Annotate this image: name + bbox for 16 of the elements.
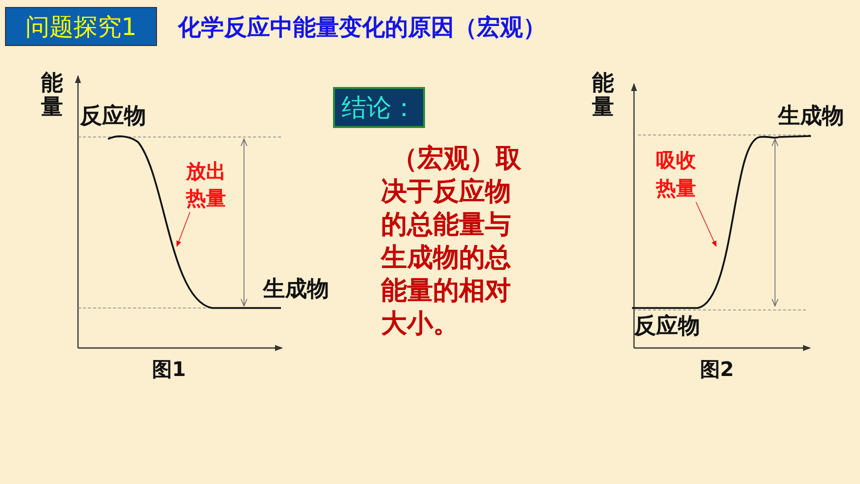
energy-curve [632, 135, 812, 309]
heat-release-label: 放出热量 [186, 158, 230, 212]
figure-caption: 图2 [700, 356, 734, 383]
product-label: 生成物 [263, 276, 329, 304]
axis-label: 能量 [41, 72, 63, 120]
leader-arrow [176, 212, 190, 247]
section-badge: 问题探究1 [5, 7, 157, 46]
figure-caption: 图1 [152, 356, 186, 383]
slide-title: 化学反应中能量变化的原因（宏观） [178, 14, 546, 43]
product-label: 生成物 [778, 103, 844, 131]
heat-absorb-label: 吸收热量 [656, 146, 700, 202]
leader-arrow [696, 202, 716, 247]
axis-label: 能量 [592, 72, 614, 120]
reactant-label: 反应物 [80, 102, 146, 131]
conclusion-tag: 结论： [333, 87, 425, 128]
conclusion-text: （宏观）取决于反应物的总能量与生成物的总能量的相对大小。 [381, 143, 522, 341]
